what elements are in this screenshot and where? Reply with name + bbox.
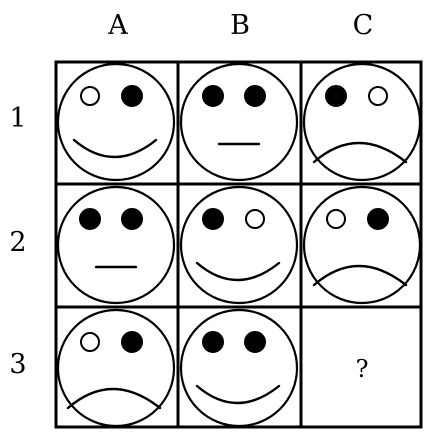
right-eye-filled	[245, 86, 265, 106]
right-eye-filled	[122, 209, 142, 229]
right-eye-filled	[368, 209, 388, 229]
right-eye-open	[246, 210, 264, 228]
left-eye-filled	[80, 209, 100, 229]
left-eye-filled	[326, 86, 346, 106]
mouth-smile	[74, 140, 156, 157]
face-outline	[181, 310, 297, 426]
left-eye-filled	[203, 209, 223, 229]
mouth-smile	[197, 263, 279, 280]
right-eye-filled	[122, 86, 142, 106]
left-eye-filled	[203, 332, 223, 352]
face-outline	[58, 310, 174, 426]
left-eye-filled	[203, 86, 223, 106]
missing-cell-question-mark: ?	[356, 355, 369, 383]
left-eye-open	[81, 333, 99, 351]
right-eye-filled	[245, 332, 265, 352]
mouth-frown	[314, 266, 406, 285]
face-outline	[58, 187, 174, 303]
face-outline	[304, 64, 420, 180]
face-outline	[304, 187, 420, 303]
face-outline	[181, 187, 297, 303]
right-eye-filled	[122, 332, 142, 352]
left-eye-open	[81, 87, 99, 105]
mouth-smile	[197, 386, 279, 403]
left-eye-open	[327, 210, 345, 228]
mouth-frown	[68, 389, 160, 408]
mouth-frown	[314, 143, 406, 162]
face-outline	[58, 64, 174, 180]
right-eye-open	[369, 87, 387, 105]
face-outline	[181, 64, 297, 180]
